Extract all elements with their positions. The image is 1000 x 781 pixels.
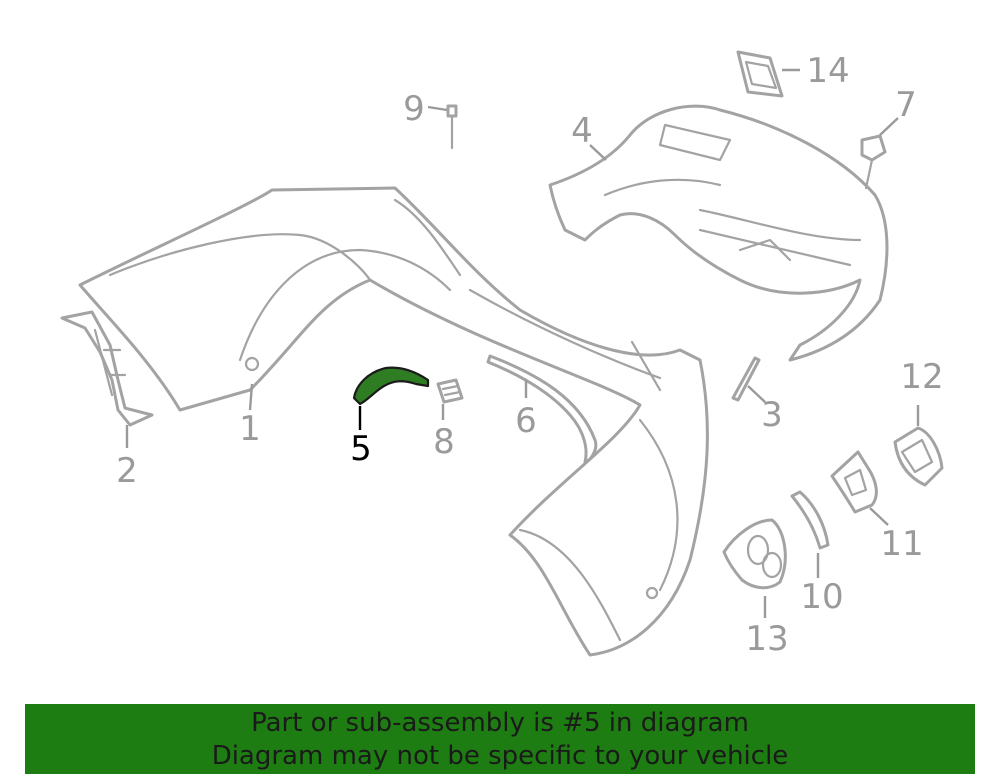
callout-5[interactable]: 5 bbox=[350, 429, 372, 469]
callout-12[interactable]: 12 bbox=[900, 357, 943, 397]
callout-6[interactable]: 6 bbox=[515, 401, 537, 441]
leader-4 bbox=[589, 144, 607, 161]
sensor-part[interactable] bbox=[860, 134, 887, 190]
license-bracket[interactable] bbox=[736, 50, 784, 98]
callout-11[interactable]: 11 bbox=[880, 524, 923, 564]
parts-diagram: 1 2 3 4 5 6 7 8 9 10 11 12 13 14 bbox=[60, 50, 944, 659]
callout-8[interactable]: 8 bbox=[433, 422, 455, 462]
leader-3 bbox=[747, 385, 766, 403]
callout-9[interactable]: 9 bbox=[403, 89, 425, 129]
reflector-strip[interactable] bbox=[486, 354, 598, 464]
banner-line-2: Diagram may not be specific to your vehi… bbox=[211, 741, 789, 771]
info-banner: Part or sub-assembly is #5 in diagram Di… bbox=[25, 704, 975, 774]
callout-2[interactable]: 2 bbox=[116, 451, 138, 491]
callout-labels: 1 2 3 4 5 6 7 8 9 10 11 12 13 14 bbox=[116, 51, 943, 659]
housing-part[interactable] bbox=[893, 426, 944, 487]
highlighted-part-5[interactable] bbox=[352, 366, 430, 406]
curved-bracket[interactable] bbox=[790, 490, 830, 550]
callout-1[interactable]: 1 bbox=[239, 409, 261, 449]
leader-9 bbox=[427, 105, 448, 112]
callout-13[interactable]: 13 bbox=[745, 619, 788, 659]
bumper-cover[interactable] bbox=[78, 186, 709, 657]
lower-valance[interactable] bbox=[548, 104, 889, 362]
bolt-part[interactable] bbox=[446, 104, 458, 150]
exhaust-trim[interactable] bbox=[722, 518, 787, 590]
leader-1 bbox=[248, 383, 254, 411]
leader-11 bbox=[869, 507, 889, 526]
left-bracket[interactable] bbox=[60, 310, 154, 427]
callout-10[interactable]: 10 bbox=[800, 577, 843, 617]
callout-7[interactable]: 7 bbox=[895, 85, 917, 125]
clip-part[interactable] bbox=[436, 378, 464, 404]
leader-lines bbox=[125, 68, 920, 618]
callout-3[interactable]: 3 bbox=[761, 395, 783, 435]
callout-14[interactable]: 14 bbox=[806, 51, 849, 91]
leader-7 bbox=[879, 117, 899, 136]
trim-strip[interactable] bbox=[731, 356, 761, 402]
callout-4[interactable]: 4 bbox=[571, 111, 593, 151]
banner-line-1: Part or sub-assembly is #5 in diagram bbox=[251, 708, 749, 738]
mount-bracket[interactable] bbox=[830, 450, 878, 514]
